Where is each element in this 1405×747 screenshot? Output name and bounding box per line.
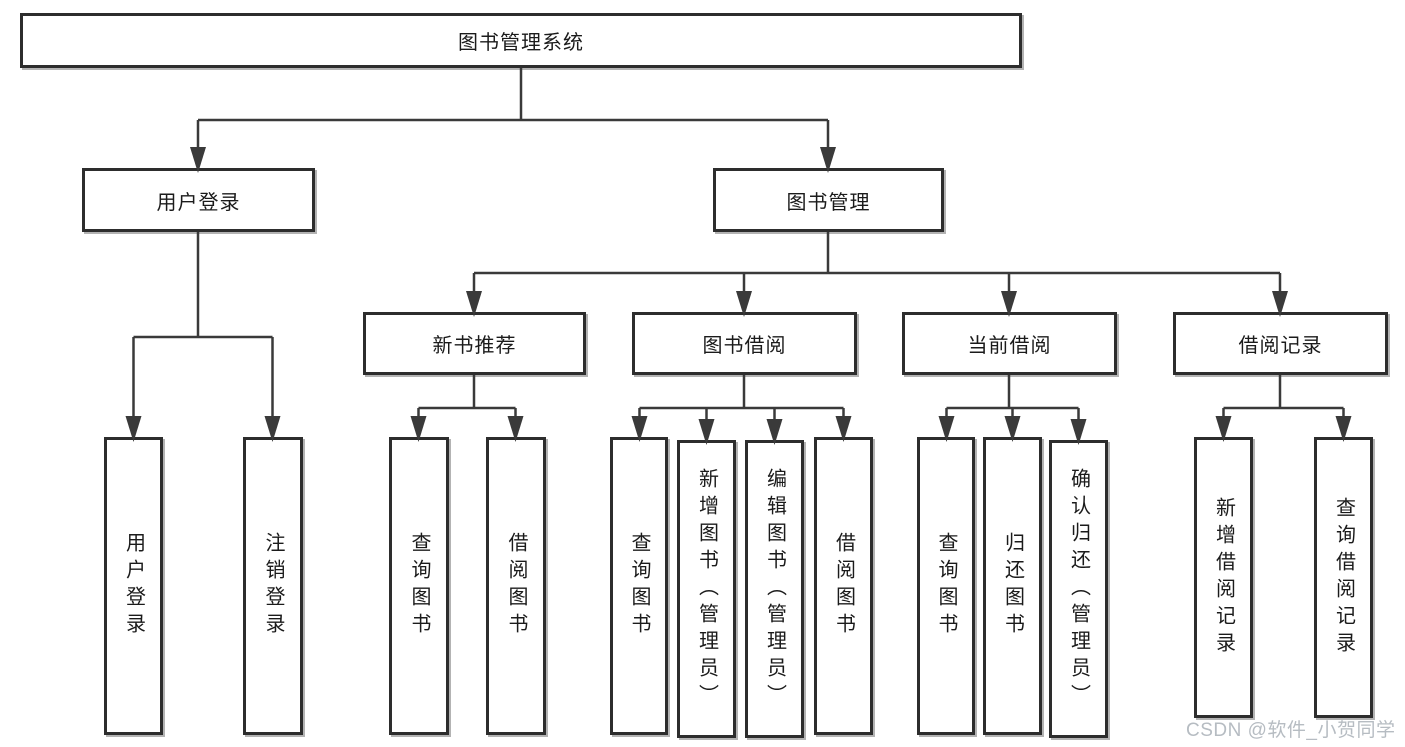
connector-current-borrowing [945,375,1080,419]
leaf-query-borrow-record: 查询借阅记录 [1314,437,1373,718]
node-new-book-recommendation: 新书推荐 [363,312,586,375]
leaf-logout: 注销登录 [243,437,303,735]
connector-new-book [417,375,517,416]
leaf-query-books-2: 查询图书 [610,437,668,735]
leaf-borrow-books-1-label: 借阅图书 [505,532,527,640]
leaf-confirm-return-admin: 确认归还（管理员） [1049,440,1108,738]
node-borrowing-records: 借阅记录 [1173,312,1388,375]
node-borrowing-records-label: 借阅记录 [1238,335,1323,357]
leaf-user-login: 用户登录 [104,437,163,735]
leaf-query-borrow-record-label: 查询借阅记录 [1332,496,1355,659]
connector-book-management [472,232,1282,291]
connector-book-borrowing [638,375,845,419]
leaf-add-borrow-record: 新增借阅记录 [1194,437,1253,718]
leaf-borrow-books-2-label: 借阅图书 [832,532,855,640]
leaf-borrow-books-1: 借阅图书 [486,437,546,735]
node-library-system-label: 图书管理系统 [458,32,584,54]
leaf-add-borrow-record-label: 新增借阅记录 [1212,496,1235,659]
leaf-user-login-label: 用户登录 [122,532,145,640]
leaf-borrow-books-2: 借阅图书 [814,437,873,735]
leaf-query-books-1-label: 查询图书 [408,532,430,640]
leaf-return-books-label: 归还图书 [1001,532,1024,640]
node-book-borrowing-label: 图书借阅 [702,335,787,357]
connector-user-login [132,232,274,416]
node-new-book-recommendation-label: 新书推荐 [432,335,517,357]
node-book-management: 图书管理 [713,168,944,232]
node-user-login-label: 用户登录 [156,191,241,214]
leaf-logout-label: 注销登录 [262,532,284,640]
node-library-system: 图书管理系统 [20,13,1022,68]
leaf-return-books: 归还图书 [983,437,1042,735]
node-current-borrowing: 当前借阅 [902,312,1117,375]
node-current-borrowing-label: 当前借阅 [967,335,1052,357]
leaf-edit-book-admin: 编辑图书（管理员） [745,440,804,738]
leaf-add-book-admin: 新增图书（管理员） [677,440,736,738]
node-book-borrowing: 图书借阅 [632,312,857,375]
connector-root [196,68,830,147]
leaf-query-books-1: 查询图书 [389,437,449,735]
connector-borrowing-records [1222,375,1345,416]
node-user-login: 用户登录 [82,168,315,232]
leaf-query-books-2-label: 查询图书 [628,532,650,640]
leaf-edit-book-admin-label: 编辑图书（管理员） [763,467,786,711]
node-book-management-label: 图书管理 [786,191,871,214]
leaf-query-books-3: 查询图书 [917,437,975,735]
leaf-add-book-admin-label: 新增图书（管理员） [695,467,718,711]
csdn-watermark: CSDN @软件_小贺同学 [1186,720,1396,741]
leaf-confirm-return-admin-label: 确认归还（管理员） [1067,467,1090,711]
leaf-query-books-3-label: 查询图书 [935,532,957,640]
